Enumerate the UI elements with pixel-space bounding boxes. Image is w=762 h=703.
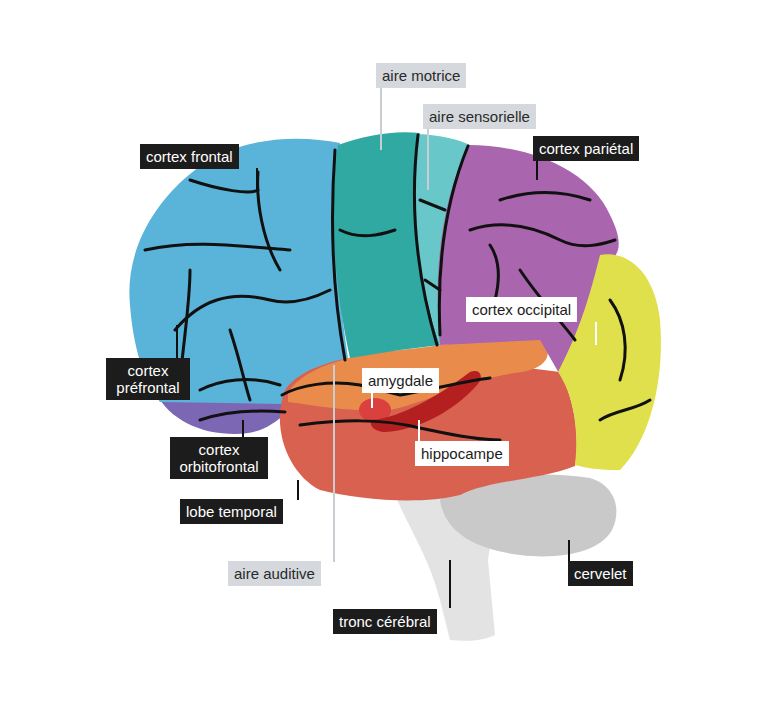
sulcus-line [200,411,285,420]
leader-line [449,560,451,608]
label-box: cortex préfrontal [106,358,190,400]
leader-line [568,540,570,561]
leader-line [256,168,258,190]
label-text: amygdale [368,372,433,389]
label-text: cortex orbitofrontal [176,441,262,475]
leader-line [333,365,335,562]
sulcus-line [175,290,330,330]
label-box: hippocampe [415,441,509,466]
label-text: tronc cérébral [339,613,431,630]
sulcus-line [439,146,468,335]
label-text: cortex pariétal [539,140,633,157]
label-text: hippocampe [421,445,503,462]
label-text: lobe temporal [186,503,277,520]
leader-line [418,420,420,441]
label-text: cortex préfrontal [112,362,184,396]
label-box: aire auditive [228,561,321,586]
sulcus-line [500,193,590,201]
auditory-region [288,337,548,410]
leader-line [242,420,244,438]
sulcus-line [258,172,280,270]
label-text: cervelet [574,565,627,582]
sulcus-line [600,400,650,420]
label-box: lobe temporal [180,499,283,524]
sulcus-line [340,230,395,236]
leader-line [427,128,429,190]
sulcus-line [490,245,498,300]
sulcus-line [420,200,445,210]
leader-line [176,325,178,360]
label-box: aire sensorielle [423,104,536,129]
label-box: tronc cérébral [333,609,437,634]
label-box: cortex orbitofrontal [170,437,268,479]
leader-line [371,392,373,408]
leader-lines [177,88,596,608]
leader-line [595,322,597,345]
label-box: amygdale [362,368,439,393]
label-box: cortex occipital [466,297,577,322]
leader-line [380,88,382,150]
label-box: cortex frontal [140,144,239,169]
sulcus-line [145,244,290,250]
sulcus-line [425,280,440,290]
sulcus-line [190,180,258,192]
leader-line [297,480,299,500]
sulcus-line [610,300,625,380]
sulcus-line [414,135,437,345]
label-text: cortex frontal [146,148,233,165]
sulcus-line [332,150,345,360]
occipital-region [558,254,661,470]
label-text: aire motrice [382,67,460,84]
sulcus-line [470,225,615,246]
label-text: aire sensorielle [429,108,530,125]
label-box: cervelet [568,561,633,586]
sulcus-line [200,380,280,390]
label-box: cortex pariétal [533,136,639,161]
label-box: aire motrice [376,63,466,88]
sulci [145,135,650,440]
leader-line [536,160,538,180]
label-text: cortex occipital [472,301,571,318]
sulcus-line [230,330,250,400]
sulcus-line [300,421,500,440]
label-text: aire auditive [234,565,315,582]
